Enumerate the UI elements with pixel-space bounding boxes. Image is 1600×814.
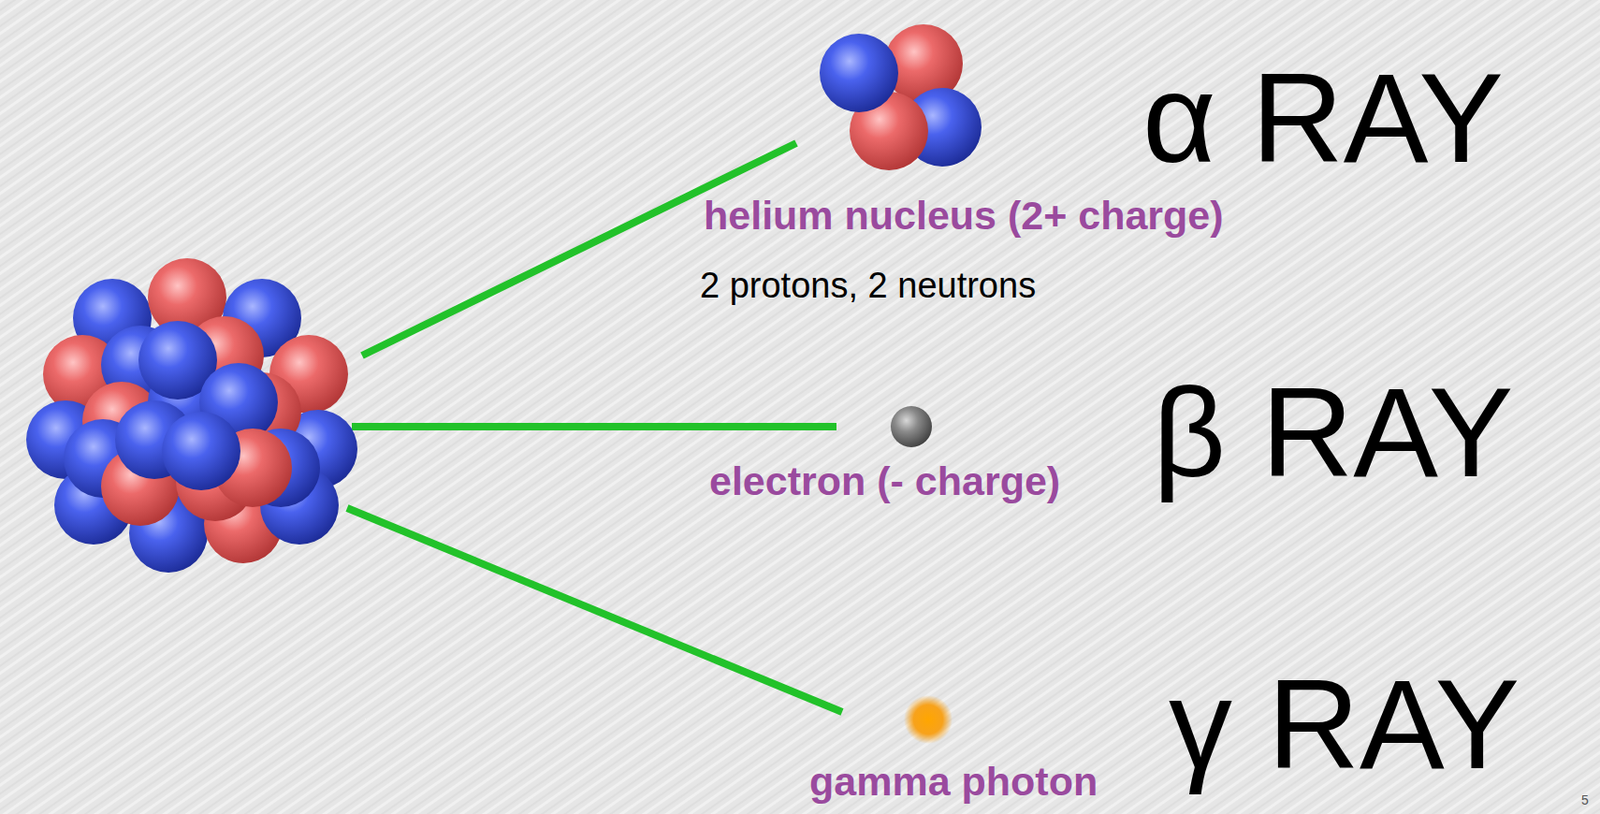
nucleus — [26, 258, 358, 573]
particle-label: electron (- charge) — [709, 459, 1061, 504]
gamma-photon-blob — [903, 695, 953, 744]
electron-particle — [890, 406, 932, 448]
particle-label: gamma photon — [809, 759, 1098, 804]
ray-title: γ RAY — [1168, 654, 1520, 796]
page-number: 5 — [1581, 793, 1589, 808]
ray-title: β RAY — [1152, 363, 1514, 504]
helium-nucleus — [819, 24, 982, 171]
particle-note: 2 protons, 2 neutrons — [699, 266, 1036, 306]
ray-title: α RAY — [1142, 48, 1504, 190]
particle-label: helium nucleus (2+ charge) — [703, 193, 1224, 238]
